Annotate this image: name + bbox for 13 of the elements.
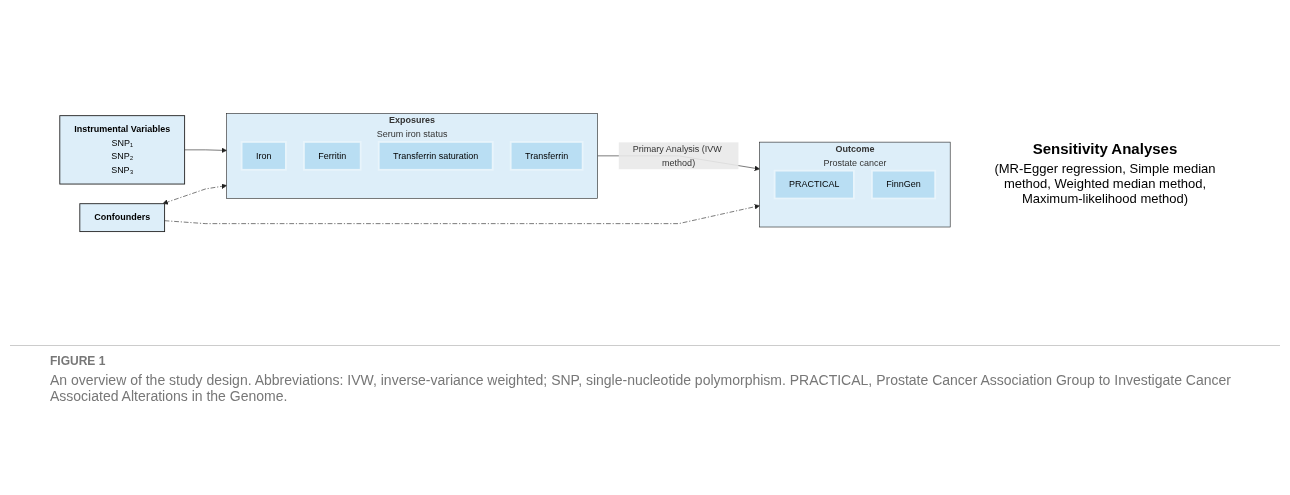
node-box: Iron — [240, 141, 287, 171]
node-box: Ferritin — [303, 141, 362, 171]
node-box: Transferrin — [509, 141, 584, 171]
node-box: Transferrin saturation — [377, 141, 494, 171]
node-box: FinnGen — [871, 169, 937, 200]
analysis-methods-note: (MR-Egger regression, Simple median method, Weighted median method, Maximum-likelihood method) — [993, 160, 1217, 206]
node-box: PRACTICAL — [773, 169, 855, 200]
figure-caption: An overview of the study design. Abbreviations: IVW, inverse-variance weighted; SNP, single-nucleotide polymorphism. PRACTICAL, Prostate Cancer Association Group to Investigate Cancer Associated Alterations in the Genome. — [50, 372, 1232, 404]
figure-number: FIGURE 1 — [50, 354, 107, 368]
edge-label: Primary Analysis (IVW method) — [632, 143, 722, 168]
analysis-heading: Sensitivity Analyses — [1031, 139, 1179, 157]
node-box: Instrumental Variables SNP₁ SNP₂ SNP₃ — [59, 115, 186, 185]
node-box: Confounders — [79, 203, 166, 233]
